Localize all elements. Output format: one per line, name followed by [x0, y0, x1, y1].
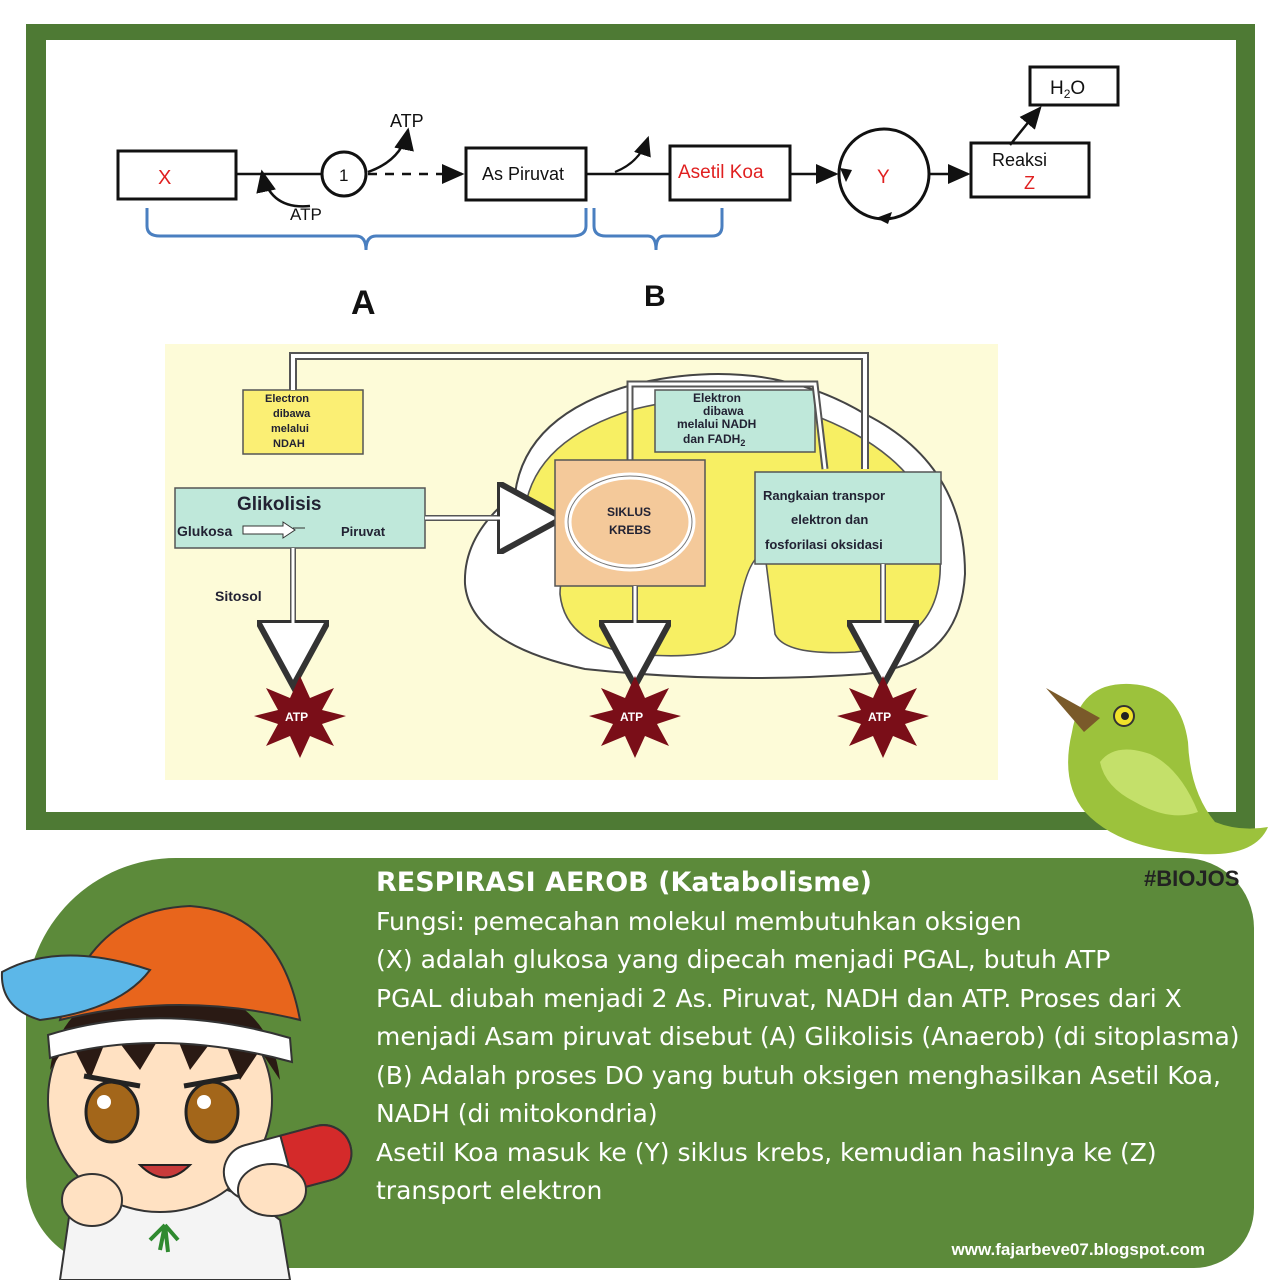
info-line-2: (X) adalah glukosa yang dipecah menjadi … — [376, 945, 1111, 974]
cartoon-character — [0, 904, 353, 1280]
glikolisis-label: Glikolisis — [237, 494, 321, 515]
atp-out-arrow — [367, 127, 414, 174]
character-right-eye — [184, 1080, 240, 1144]
atp-out-label: ATP — [390, 111, 424, 131]
elektron-nadh-line-1: Elektron — [693, 391, 741, 405]
info-title: RESPIRASI AEROB (Katabolisme) — [376, 867, 873, 898]
info-body: Fungsi: pemecahan molekul membutuhkan ok… — [376, 903, 1246, 1211]
atp-in-label: ATP — [290, 205, 322, 224]
asetil-koa-label: Asetil Koa — [678, 162, 764, 183]
electron-ndah-box — [242, 389, 364, 455]
reaksi-label: Reaksi — [992, 150, 1047, 170]
elektron-nadh-line-3: melalui NADH — [677, 417, 756, 431]
sitosol-label: Sitosol — [215, 588, 262, 604]
respiration-diagram: Electron dibawa melalui NDAH Glikolisis … — [165, 344, 998, 780]
info-line-4: (B) Adalah proses DO yang butuh oksigen … — [376, 1060, 1221, 1129]
electron-ndah-line-2: dibawa — [273, 408, 311, 420]
siklus-label: SIKLUS — [607, 505, 651, 519]
biojos-logo: #BIOJOS — [1046, 683, 1268, 891]
glukosa-label: Glukosa — [177, 523, 232, 539]
as-piruvat-label: As Piruvat — [482, 164, 564, 184]
elektron-nadh-line-4: dan FADH2 — [683, 432, 745, 448]
piruvat-label: Piruvat — [341, 524, 386, 539]
elektron-nadh-box — [654, 389, 816, 453]
etc-line-2: elektron dan — [791, 512, 868, 527]
character-holding-hand — [237, 1163, 307, 1217]
krebs-cycle-ring-edge — [567, 475, 693, 569]
cannabis-leaf-icon — [148, 1223, 180, 1253]
elektron-nadh-line-2: dibawa — [703, 404, 744, 418]
character-mouth — [137, 1164, 193, 1179]
info-line-5: Asetil Koa masuk ke (Y) siklus krebs, ke… — [376, 1137, 1157, 1206]
atp-burst-3: ATP — [837, 676, 929, 758]
character-hand — [61, 1173, 123, 1227]
character-cap-brim — [0, 954, 152, 1022]
electron-ndah-line-4: NDAH — [273, 438, 305, 450]
etc-line-3: fosforilasi oksidasi — [765, 537, 883, 552]
atp-in-arrow — [256, 169, 311, 208]
info-text: RESPIRASI AEROB (Katabolisme) Fungsi: pe… — [376, 864, 1246, 1211]
character-headband — [46, 1017, 294, 1064]
y-cycle-arrow-top — [840, 168, 852, 182]
y-cycle-arrow-bottom — [876, 212, 892, 224]
h2o-arrow — [1009, 106, 1042, 146]
y-label: Y — [877, 167, 890, 188]
atp-burst-2-label: ATP — [620, 710, 643, 724]
h2o-label: H2O — [1050, 78, 1085, 101]
krebs-label: KREBS — [609, 523, 651, 537]
co2-out-arrow — [614, 135, 651, 174]
electron-ndah-line-3: melalui — [271, 423, 309, 435]
atp-burst-1-label: ATP — [285, 710, 308, 724]
krebs-to-nadh-pipe-core — [628, 382, 827, 470]
h2o-box — [1028, 65, 1120, 107]
brace-a — [145, 208, 588, 251]
etc-box — [754, 471, 942, 565]
glikolisis-box — [174, 487, 426, 549]
info-line-1: Fungsi: pemecahan molekul membutuhkan ok… — [376, 906, 1022, 936]
ndah-to-etc-pipe-core — [291, 354, 867, 469]
atp-burst-1: ATP — [254, 676, 346, 758]
character-left-eye — [84, 1080, 140, 1144]
biojos-hashtag: #BIOJOS — [1144, 866, 1239, 891]
brace-b-label: B — [644, 280, 666, 313]
step1-circle — [320, 150, 368, 198]
bird-beak-icon — [1046, 688, 1100, 732]
etc-line-1: Rangkaian transpor — [763, 488, 885, 503]
flow-diagram: X ATP 1 ATP As Piruvat Asetil Koa Y Reak… — [116, 65, 1120, 322]
brace-a-label: A — [351, 284, 376, 322]
site-url: www.fajarbeve07.blogspot.com — [951, 1240, 1206, 1259]
electron-ndah-line-1: Electron — [265, 393, 309, 405]
step1-label: 1 — [339, 166, 348, 185]
atp-burst-2: ATP — [589, 676, 681, 758]
brace-b — [592, 208, 724, 251]
bird-wing — [1100, 749, 1198, 816]
info-line-3: PGAL diubah menjadi 2 As. Piruvat, NADH … — [376, 983, 1240, 1052]
x-box — [116, 149, 238, 201]
reaksi-z-box — [969, 141, 1091, 199]
z-label: Z — [1024, 173, 1035, 193]
atp-burst-3-label: ATP — [868, 710, 891, 724]
x-label: X — [158, 167, 171, 189]
glukosa-piruvat-arrow — [242, 521, 305, 539]
asetil-koa-box — [668, 144, 792, 202]
